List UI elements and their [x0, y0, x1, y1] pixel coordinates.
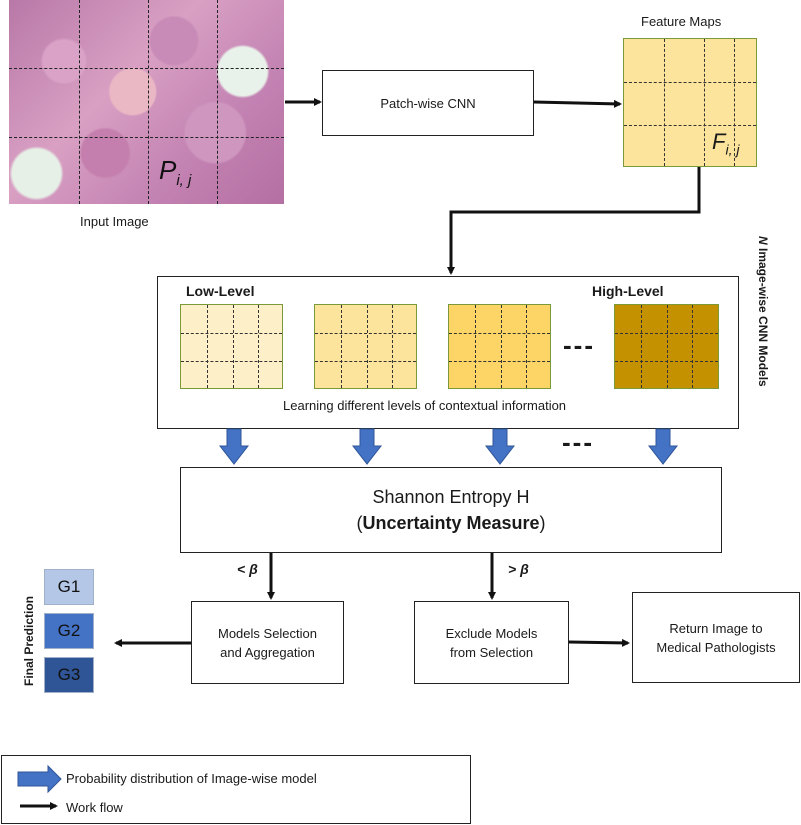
entropy-title: Shannon Entropy H — [372, 487, 530, 507]
flow-arrow-patch — [533, 99, 622, 108]
legend-blue-arrow — [17, 764, 62, 794]
feature-maps-label: Feature Maps — [641, 14, 722, 29]
selection-line1: Models Selection — [218, 625, 317, 641]
prob-arrow-4 — [647, 428, 679, 465]
legend-flow-label: Work flow — [66, 800, 123, 815]
exclude-line2: from Selection — [449, 644, 534, 660]
grade-g3: G3 — [44, 657, 94, 693]
return-line1: Return Image to — [669, 620, 763, 636]
legend-prob-label: Probability distribution of Image-wise m… — [66, 771, 317, 786]
selection-box: Models Selection and Aggregation — [191, 601, 344, 684]
return-line2: Medical Pathologists — [656, 639, 776, 655]
grade-g1: G1 — [44, 569, 94, 605]
input-grid-v2 — [148, 0, 149, 204]
input-image: Pi, j — [9, 0, 284, 204]
context-ellipsis: --- — [563, 330, 595, 360]
input-grid-h1 — [9, 68, 284, 69]
patchwise-cnn-box: Patch-wise CNN — [322, 70, 534, 136]
prob-arrow-2 — [351, 428, 383, 465]
legend-box — [1, 755, 471, 824]
above-beta-label: > β — [508, 561, 529, 577]
entropy-box: Shannon Entropy H (Uncertainty Measure) — [180, 467, 722, 553]
input-image-label: Input Image — [80, 214, 149, 229]
low-level-label: Low-Level — [186, 283, 255, 299]
prob-arrow-1 — [218, 428, 250, 465]
prob-arrow-3 — [484, 428, 516, 465]
high-level-label: High-Level — [592, 283, 664, 299]
patchwise-cnn-label: Patch-wise CNN — [380, 95, 476, 111]
context-map-1 — [180, 304, 283, 389]
patch-symbol: Pi, j — [159, 155, 192, 190]
below-beta-label: < β — [237, 561, 258, 577]
arrows-ellipsis: --- — [562, 427, 594, 457]
grade-g2: G2 — [44, 613, 94, 649]
context-map-4 — [614, 304, 719, 389]
exclude-box: Exclude Models from Selection — [414, 601, 569, 684]
entropy-subtitle: (Uncertainty Measure) — [356, 513, 546, 533]
return-box: Return Image to Medical Pathologists — [632, 592, 800, 683]
context-map-2 — [314, 304, 417, 389]
contextual-caption: Learning different levels of contextual … — [283, 398, 567, 413]
selection-line2: and Aggregation — [220, 644, 315, 660]
input-grid-v1 — [79, 0, 80, 204]
flow-arrow-return — [568, 638, 630, 647]
context-map-3 — [448, 304, 551, 389]
exclude-line1: Exclude Models — [445, 625, 538, 641]
feature-map: Fi, j — [623, 38, 757, 167]
input-grid-h2 — [9, 137, 284, 138]
feature-symbol: Fi, j — [712, 129, 740, 158]
flow-arrow-feature — [447, 167, 701, 275]
input-grid-v3 — [217, 0, 218, 204]
